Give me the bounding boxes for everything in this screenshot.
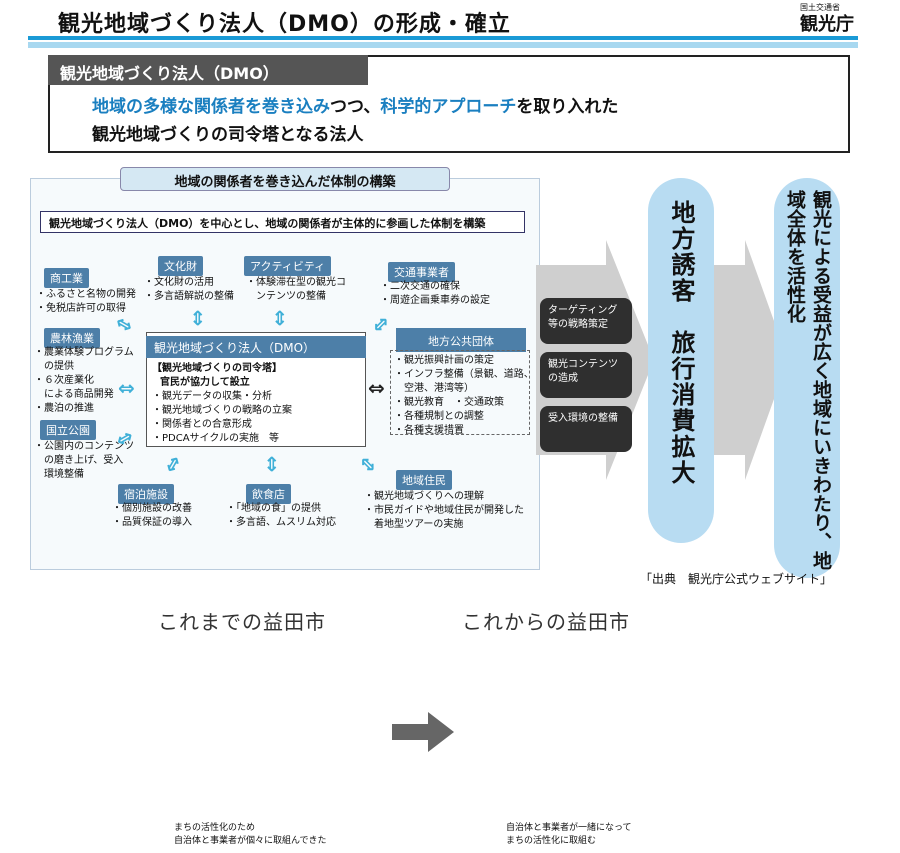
arrow-right-icon — [392, 712, 454, 752]
group-label-restaurant: 飲食店 — [246, 484, 291, 504]
group-label-commerce: 商工業 — [44, 268, 89, 288]
dmo-center-tag: 【観光地域づくりの司令塔】 — [152, 363, 282, 374]
group-text-commerce: ・ふるさと名物の開発 ・免税店許可の取得 — [36, 289, 136, 314]
group-label-national-park: 国立公園 — [40, 420, 96, 440]
dmo-center-text: ・観光データの収集・分析 ・観光地域づくりの戦略の立案 ・関係者との合意形成 ・… — [152, 391, 292, 444]
local-gov-dashed-box — [390, 350, 530, 435]
big-arrow-right-icon — [700, 240, 788, 480]
group-label-transport: 交通事業者 — [388, 262, 455, 282]
after-title: これからの益田市 — [462, 610, 630, 634]
panel-heading: 地域の関係者を巻き込んだ体制の構築 — [120, 167, 450, 191]
group-label-activity: アクティビティ — [244, 256, 332, 276]
result-capsule-2 — [774, 178, 840, 578]
group-text-residents: ・観光地域づくりへの理解 ・市民ガイドや地域住民が開発した 着地型ツアーの実施 — [364, 491, 524, 530]
after-note: 自治体と事業者が一緒になって まちの活性化に取組む — [506, 823, 632, 846]
header-rule — [28, 36, 858, 40]
header-rule-light — [28, 42, 858, 48]
group-text-transport: ・二次交通の確保 ・周遊企画乗車券の設定 — [380, 281, 490, 306]
group-label-agriculture: 農林漁業 — [44, 328, 100, 348]
group-label-cultural-assets: 文化財 — [158, 256, 203, 276]
dmo-definition-line1: 地域の多様な関係者を巻き込みつつ、科学的アプローチを取り入れた — [92, 92, 618, 117]
dmo-definition-line2: 観光地域づくりの司令塔となる法人 — [92, 125, 364, 145]
local-gov-text: ・観光振興計画の策定 ・インフラ整備（景観、道路、 空港、港湾等） ・観光教育 … — [394, 355, 534, 436]
dmo-line1-a: 地域の多様な関係者を巻き込み — [92, 97, 330, 117]
panel-subheading: 観光地域づくり法人（DMO）を中心とし、地域の関係者が主体的に参画した体制を構築 — [40, 211, 525, 233]
group-label-lodging: 宿泊施設 — [118, 484, 174, 504]
group-text-agriculture: ・農業体験プログラム の提供 ・６次産業化 による商品開発 ・農泊の推進 — [34, 347, 134, 414]
dmo-line1-b: つつ、 — [330, 97, 381, 117]
result-capsule-1 — [648, 178, 714, 543]
dmo-definition-label: 観光地域づくり法人（DMO） — [48, 55, 368, 85]
double-arrow-icon: ⇔ — [260, 455, 285, 473]
step-environment: 受入環境の整備 — [540, 406, 632, 452]
group-text-cultural-assets: ・文化財の活用 ・多言語解説の整備 — [144, 277, 234, 302]
before-note: まちの活性化のため 自治体と事業者が個々に取組んできた — [174, 823, 327, 846]
dmo-line1-d: を取り入れた — [516, 97, 619, 117]
double-arrow-icon: ⇔ — [268, 309, 293, 327]
page-title: 観光地域づくり法人（DMO）の形成・確立 — [58, 12, 511, 37]
step-content: 観光コンテンツの造成 — [540, 352, 632, 398]
ministry-label: 国土交通省 — [800, 3, 840, 12]
double-arrow-icon: ⇔ — [368, 376, 385, 400]
step-strategy: ターゲティング等の戦略策定 — [540, 298, 632, 344]
double-arrow-icon: ⇔ — [118, 376, 135, 400]
dmo-center-heading: 観光地域づくり法人（DMO） — [146, 336, 366, 358]
dmo-line1-c: 科学的アプローチ — [380, 97, 517, 117]
dmo-center-bold: 官民が協力して設立 — [160, 377, 250, 388]
group-text-lodging: ・個別施設の改善 ・品質保証の導入 — [112, 503, 192, 528]
group-text-activity: ・体験滞在型の観光コ ンテンツの整備 — [246, 277, 346, 302]
dmo-definition-box — [48, 55, 850, 153]
group-text-national-park: ・公園内のコンテンツ の磨き上げ、受入 環境整備 — [34, 441, 134, 480]
group-text-restaurant: ・「地域の食」の提供 ・多言語、ムスリム対応 — [226, 503, 336, 528]
result-text-2: 観光による受益が広く地域にいきわたり、地域全体を活性化 — [784, 190, 832, 570]
local-gov-label: 地方公共団体 — [396, 328, 526, 352]
before-title: これまでの益田市 — [158, 610, 326, 634]
result-text-1: 地方誘客 旅行消費拡大 — [667, 200, 695, 486]
double-arrow-icon: ⇔ — [186, 309, 211, 327]
agency-logo-text: 観光庁 — [800, 14, 854, 35]
group-label-residents: 地域住民 — [396, 470, 452, 490]
source-note: 「出典 観光庁公式ウェブサイト」 — [640, 572, 833, 586]
